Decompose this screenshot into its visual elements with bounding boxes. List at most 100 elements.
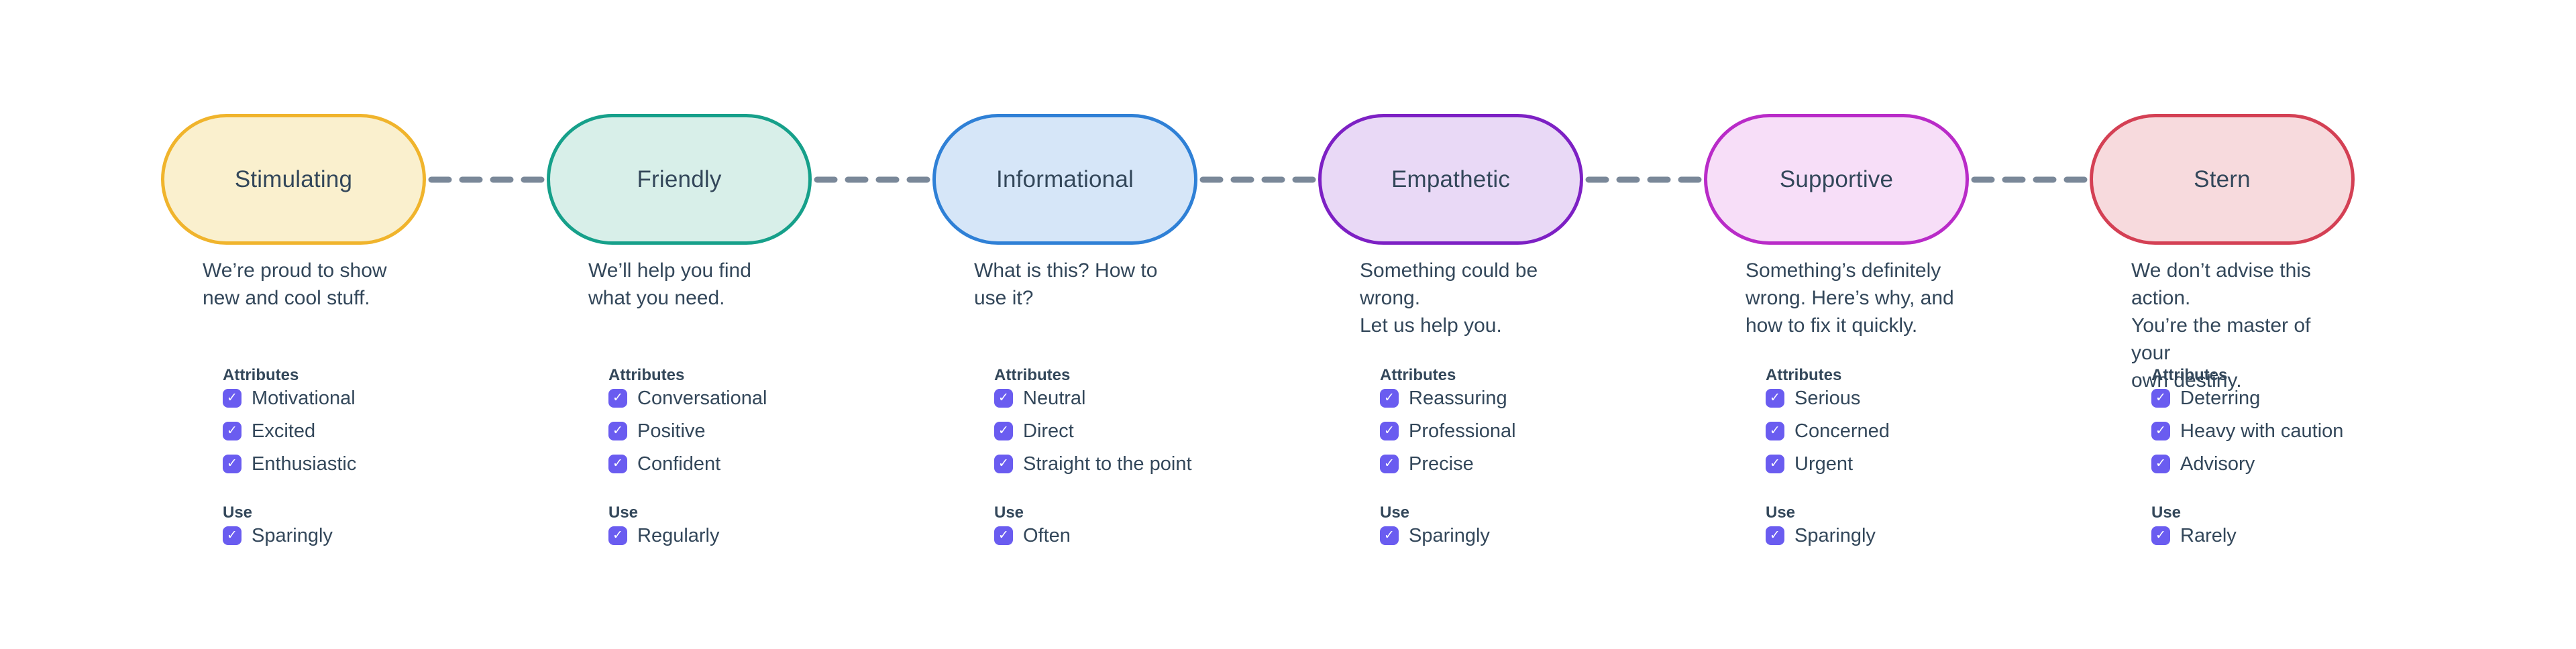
attribute-row: ✓ Advisory bbox=[2151, 453, 2355, 475]
node-description: We’re proud to show new and cool stuff. bbox=[203, 259, 387, 309]
attribute-label: Advisory bbox=[2180, 453, 2255, 475]
tone-column-stern: Stern We don’t advise this action. You’r… bbox=[2090, 114, 2355, 559]
attributes-list: ✓ Neutral ✓ Direct ✓ Straight to the poi… bbox=[932, 387, 1197, 475]
checkbox-checked[interactable]: ✓ bbox=[994, 455, 1013, 473]
use-section: Use ✓ Rarely bbox=[2090, 503, 2355, 546]
use-row: ✓ Sparingly bbox=[1380, 524, 1583, 546]
checkmark-icon: ✓ bbox=[1384, 528, 1395, 542]
checkbox-checked[interactable]: ✓ bbox=[1766, 389, 1784, 408]
attribute-row: ✓ Positive bbox=[608, 420, 812, 442]
attribute-row: ✓ Straight to the point bbox=[994, 453, 1197, 475]
connector-dashed-line bbox=[1585, 176, 1702, 183]
attribute-row: ✓ Conversational bbox=[608, 387, 812, 409]
attribute-row: ✓ Professional bbox=[1380, 420, 1583, 442]
use-heading: Use bbox=[608, 504, 639, 522]
attributes-heading: Attributes bbox=[2151, 366, 2228, 384]
use-heading: Use bbox=[1380, 504, 1410, 522]
checkmark-icon: ✓ bbox=[612, 423, 623, 438]
attributes-list: ✓ Reassuring ✓ Professional ✓ Precise bbox=[1318, 388, 1583, 475]
attributes-section: Attributes ✓ Conversational ✓ Positive ✓… bbox=[547, 365, 812, 475]
tone-column-empathetic: Empathetic Something could be wrong. Let… bbox=[1318, 114, 1702, 559]
use-section: Use ✓ Often bbox=[932, 503, 1197, 546]
attributes-heading: Attributes bbox=[223, 366, 299, 384]
attributes-list: ✓ Serious ✓ Concerned ✓ Urgent bbox=[1704, 387, 1969, 475]
checkbox-checked[interactable]: ✓ bbox=[608, 455, 627, 473]
checkbox-checked[interactable]: ✓ bbox=[2151, 455, 2170, 473]
checkbox-checked[interactable]: ✓ bbox=[994, 526, 1013, 545]
use-heading: Use bbox=[223, 504, 253, 522]
attribute-label: Enthusiastic bbox=[252, 453, 357, 475]
checkbox-checked[interactable]: ✓ bbox=[608, 526, 627, 545]
checkbox-checked[interactable]: ✓ bbox=[994, 389, 1013, 408]
use-heading: Use bbox=[994, 504, 1024, 522]
checkbox-checked[interactable]: ✓ bbox=[1766, 422, 1784, 440]
attribute-label: Professional bbox=[1409, 420, 1516, 442]
attribute-row: ✓ Direct bbox=[994, 420, 1197, 442]
checkbox-checked[interactable]: ✓ bbox=[223, 455, 241, 473]
node-description: What is this? How to use it? bbox=[974, 259, 1158, 309]
attribute-row: ✓ Excited bbox=[223, 420, 426, 442]
node-pill-stern: Stern bbox=[2090, 114, 2355, 245]
attribute-label: Neutral bbox=[1023, 387, 1086, 409]
attributes-heading: Attributes bbox=[608, 366, 685, 384]
checkbox-checked[interactable]: ✓ bbox=[1766, 526, 1784, 545]
checkbox-checked[interactable]: ✓ bbox=[2151, 422, 2170, 440]
use-list: ✓ Sparingly bbox=[1318, 524, 1583, 546]
attributes-section: Attributes ✓ Neutral ✓ Direct ✓ Straight… bbox=[932, 365, 1197, 475]
use-row: ✓ Regularly bbox=[608, 525, 812, 546]
attributes-heading: Attributes bbox=[1766, 366, 1842, 384]
use-section: Use ✓ Regularly bbox=[547, 503, 812, 546]
checkmark-icon: ✓ bbox=[1770, 456, 1780, 471]
checkbox-checked[interactable]: ✓ bbox=[223, 526, 241, 545]
checkmark-icon: ✓ bbox=[2155, 456, 2166, 471]
checkmark-icon: ✓ bbox=[1770, 423, 1780, 438]
attributes-section: Attributes ✓ Reassuring ✓ Professional ✓… bbox=[1318, 365, 1583, 475]
use-list: ✓ Often bbox=[932, 525, 1197, 546]
checkmark-icon: ✓ bbox=[612, 528, 623, 542]
attribute-label: Urgent bbox=[1794, 453, 1854, 475]
attribute-label: Conversational bbox=[637, 387, 767, 409]
checkbox-checked[interactable]: ✓ bbox=[223, 389, 241, 408]
checkmark-icon: ✓ bbox=[2155, 528, 2166, 542]
checkbox-checked[interactable]: ✓ bbox=[1380, 389, 1399, 408]
checkmark-icon: ✓ bbox=[227, 390, 237, 405]
checkmark-icon: ✓ bbox=[1384, 456, 1395, 471]
checkbox-checked[interactable]: ✓ bbox=[2151, 526, 2170, 545]
attributes-section: Attributes ✓ Serious ✓ Concerned ✓ Urgen… bbox=[1704, 365, 1969, 475]
attributes-section: Attributes ✓ Deterring ✓ Heavy with caut… bbox=[2090, 365, 2355, 475]
use-label: Sparingly bbox=[252, 524, 333, 546]
checkbox-checked[interactable]: ✓ bbox=[1380, 455, 1399, 473]
checkmark-icon: ✓ bbox=[2155, 423, 2166, 438]
checkbox-checked[interactable]: ✓ bbox=[2151, 389, 2170, 408]
checkbox-checked[interactable]: ✓ bbox=[1380, 422, 1399, 440]
checkbox-checked[interactable]: ✓ bbox=[994, 422, 1013, 440]
use-section: Use ✓ Sparingly bbox=[161, 503, 426, 546]
checkbox-checked[interactable]: ✓ bbox=[608, 389, 627, 408]
tone-column-informational: Informational What is this? How to use i… bbox=[932, 114, 1316, 559]
attributes-heading: Attributes bbox=[994, 366, 1071, 384]
attribute-label: Serious bbox=[1794, 387, 1861, 409]
attribute-label: Positive bbox=[637, 420, 706, 442]
connector-dashed-line bbox=[1971, 176, 2088, 183]
use-label: Sparingly bbox=[1409, 524, 1490, 546]
connector-dashed-line bbox=[428, 176, 545, 183]
attribute-row: ✓ Neutral bbox=[994, 387, 1197, 409]
attribute-row: ✓ Deterring bbox=[2151, 388, 2355, 409]
checkbox-checked[interactable]: ✓ bbox=[1380, 526, 1399, 545]
checkbox-checked[interactable]: ✓ bbox=[608, 422, 627, 440]
checkbox-checked[interactable]: ✓ bbox=[1766, 455, 1784, 473]
node-pill-empathetic: Empathetic bbox=[1318, 114, 1583, 245]
checkmark-icon: ✓ bbox=[227, 528, 237, 542]
attribute-label: Straight to the point bbox=[1023, 453, 1192, 475]
checkmark-icon: ✓ bbox=[998, 528, 1009, 542]
attribute-row: ✓ Precise bbox=[1380, 453, 1583, 475]
tone-column-friendly: Friendly We’ll help you find what you ne… bbox=[547, 114, 930, 559]
use-section: Use ✓ Sparingly bbox=[1318, 503, 1583, 546]
checkbox-checked[interactable]: ✓ bbox=[223, 422, 241, 440]
use-section: Use ✓ Sparingly bbox=[1704, 503, 1969, 546]
use-heading: Use bbox=[1766, 504, 1796, 522]
attributes-heading: Attributes bbox=[1380, 366, 1456, 384]
node-pill-informational: Informational bbox=[932, 114, 1197, 245]
node-title: Supportive bbox=[1779, 166, 1894, 192]
attribute-row: ✓ Confident bbox=[608, 453, 812, 475]
